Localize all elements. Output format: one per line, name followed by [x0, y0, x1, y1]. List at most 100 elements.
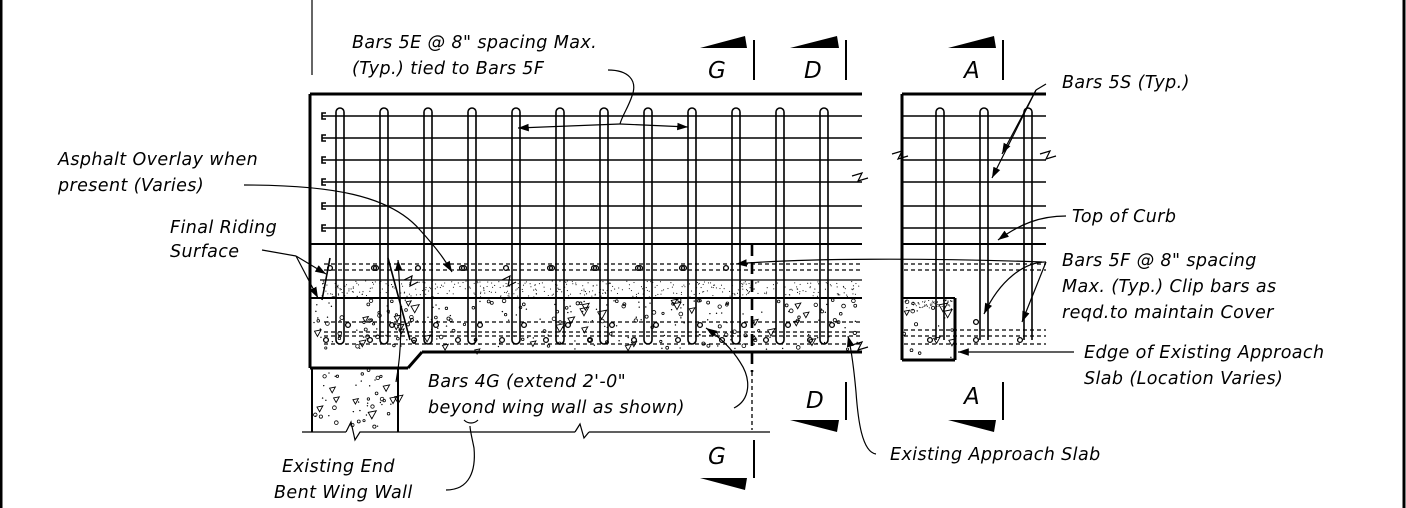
asphalt-stipple [464, 288, 466, 290]
asphalt-stipple [339, 288, 341, 290]
asphalt-stipple [602, 292, 604, 294]
asphalt-stipple [528, 295, 530, 297]
aggregate-dot [321, 397, 324, 399]
aggregate-circle [356, 419, 361, 424]
section-marker-d-bottom: D [790, 382, 847, 432]
aggregate-circle [335, 374, 340, 378]
asphalt-stipple [500, 295, 502, 297]
asphalt-stipple [712, 294, 714, 297]
aggregate-circle [372, 322, 376, 326]
bar-5e-hook [321, 156, 326, 164]
bar-5f-dot [722, 264, 730, 272]
aggregate-dot [717, 345, 719, 347]
aggregate-dot [618, 340, 620, 342]
asphalt-stipple [747, 292, 749, 294]
asphalt-stipple [345, 284, 348, 286]
bar-5f-dot [370, 264, 378, 272]
barrier-outline [308, 92, 1046, 370]
aggregate-circle [838, 312, 843, 316]
asphalt-stipple [495, 291, 497, 293]
asphalt-stipple [459, 285, 461, 288]
asphalt-stipple [632, 295, 634, 297]
bar-5f-dot [548, 264, 556, 272]
asphalt-stipple [566, 290, 568, 292]
asphalt-stipple [948, 304, 950, 306]
aggregate-circle [917, 351, 922, 355]
aggregate-circle [852, 330, 857, 335]
aggregate-dot [761, 311, 763, 313]
aggregate-triangle [441, 343, 450, 352]
asphalt-stipple [486, 285, 488, 288]
asphalt-stipple [561, 291, 563, 293]
aggregate-dot [315, 310, 317, 313]
asphalt-stipple [594, 293, 596, 295]
aggregate-triangle [581, 302, 591, 312]
aggregate-circle [332, 405, 337, 410]
asphalt-stipple [452, 293, 454, 295]
bar-bottom-dot [926, 336, 934, 344]
asphalt-stipple [559, 288, 561, 291]
asphalt-stipple [530, 286, 532, 288]
asphalt-stipple [533, 289, 535, 291]
aggregate-circle [609, 332, 613, 336]
asphalt-stipple [813, 291, 815, 294]
aggregate-dot [323, 384, 325, 387]
asphalt-stipple [592, 285, 594, 287]
asphalt-stipple [340, 288, 342, 290]
aggregate-dot [539, 318, 541, 320]
aggregate-dot [674, 324, 677, 326]
asphalt-stipple [581, 289, 583, 291]
top-of-curb-label: Top of Curb [1072, 207, 1176, 227]
aggregate-dot [820, 308, 823, 310]
aggregate-dot [355, 384, 357, 386]
aggregate-circle [434, 315, 438, 320]
asphalt-stipple [931, 302, 933, 304]
bar-5f-dot [634, 264, 642, 272]
asphalt-stipple [516, 288, 518, 290]
aggregate-circle [853, 303, 858, 308]
asphalt-stipple [742, 284, 744, 286]
asphalt-stipple [846, 294, 848, 296]
bar-5f-dot [680, 264, 688, 272]
aggregate-triangle [581, 326, 589, 334]
aggregate-circle [404, 308, 408, 312]
aggregate-triangle [362, 315, 370, 324]
asphalt-stipple [385, 292, 387, 294]
aggregate-circle [776, 299, 781, 304]
aggregate-triangle [670, 298, 678, 306]
asphalt-stipple [515, 289, 517, 291]
aggregate-dot [581, 310, 584, 313]
aggregate-dot [497, 345, 500, 348]
asphalt-stipple [429, 286, 431, 288]
asphalt-stipple [843, 292, 845, 294]
aggregate-dot [709, 312, 711, 315]
leader-lines [243, 69, 1074, 491]
asphalt-stipple [565, 281, 567, 283]
asphalt-stipple [566, 283, 568, 285]
asphalt-stipple [637, 292, 639, 294]
aggregate-dot [742, 313, 744, 315]
bars-5f-label-line3: reqd.to maintain Cover [1062, 303, 1275, 323]
asphalt-stipple [905, 300, 907, 302]
bars-5f-label-line1: Bars 5F @ 8" spacing [1062, 251, 1257, 271]
bars-4g-label-line1: Bars 4G (extend 2'-0" [428, 372, 626, 392]
bar-bottom-dot [1016, 336, 1024, 344]
asphalt-stipple [690, 290, 693, 292]
asphalt-stipple [618, 287, 620, 289]
aggregate-circle [368, 298, 374, 303]
aggregate-circle [914, 322, 919, 327]
aggregate-circle [337, 336, 342, 341]
aggregate-circle [444, 306, 449, 310]
asphalt-stipple [425, 293, 427, 295]
aggregate-dot [326, 316, 329, 318]
asphalt-stipple [702, 291, 704, 293]
asphalt-stipple [844, 288, 846, 290]
aggregate-circle [318, 414, 323, 419]
aggregate-dot [356, 329, 358, 331]
asphalt-stipple [753, 288, 755, 290]
aggregate-circle [931, 305, 936, 310]
aggregate-circle [830, 298, 835, 302]
asphalt-stipple [499, 287, 501, 289]
asphalt-stipple [829, 284, 831, 286]
bars-4g-label-line2: beyond wing wall as shown) [428, 398, 685, 418]
